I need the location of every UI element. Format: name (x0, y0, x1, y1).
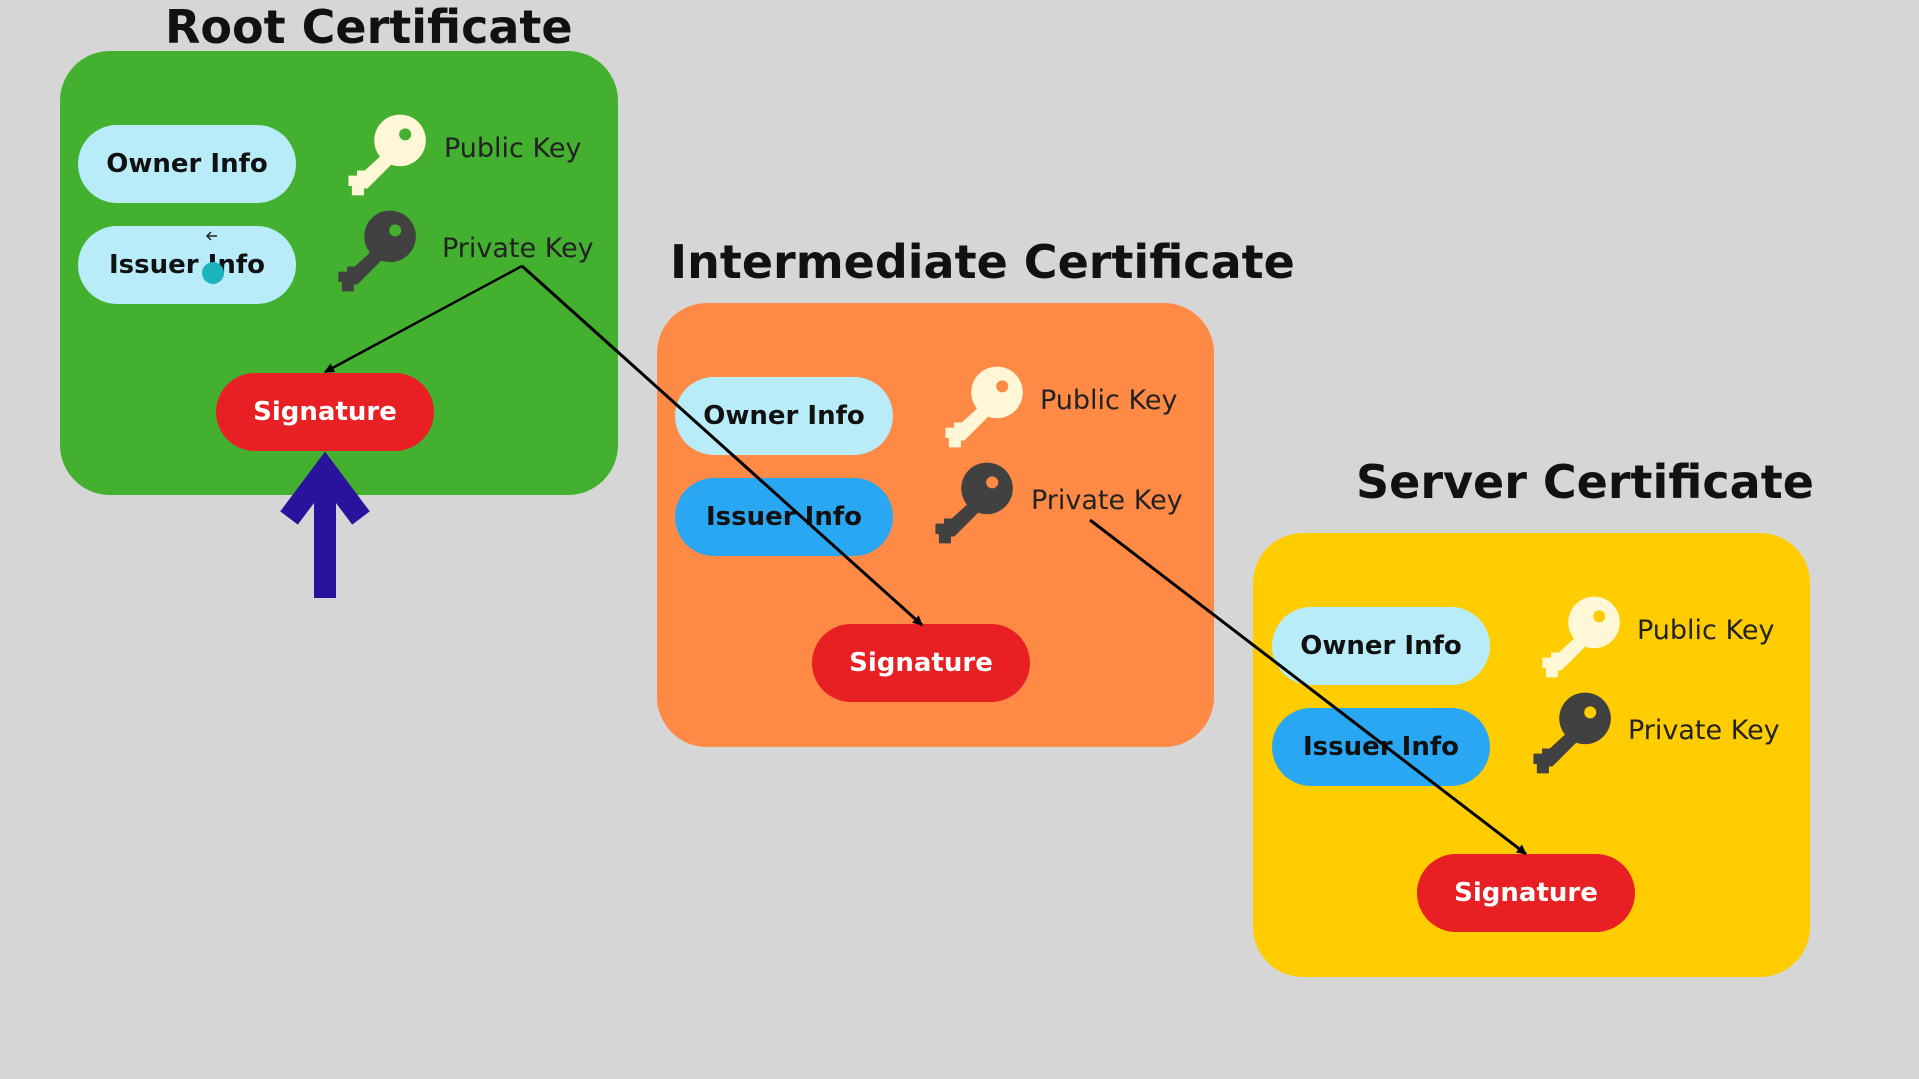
root-private-key-to-intermediate-signature-arrow (520, 264, 924, 627)
root-signature[interactable]: Signature (216, 373, 434, 451)
arrow-up-icon (280, 451, 370, 598)
intermediate-private-key-to-server-signature-arrow (1089, 518, 1527, 856)
root-certificate-title: Root Certificate (165, 0, 573, 54)
root-public-key-label: Public Key (444, 133, 582, 164)
server-signature[interactable]: Signature (1417, 854, 1635, 932)
intermediate-certificate-title: Intermediate Certificate (670, 235, 1295, 289)
intermediate-public-key-label: Public Key (1040, 385, 1178, 416)
server-issuer-info[interactable]: Issuer Info (1272, 708, 1490, 786)
key-icon (942, 364, 1028, 450)
key-icon (932, 460, 1018, 546)
server-private-key-label: Private Key (1628, 715, 1780, 746)
server-certificate-title: Server Certificate (1356, 455, 1814, 509)
intermediate-issuer-info[interactable]: Issuer Info (675, 478, 893, 556)
root-private-key-to-root-signature-arrow (324, 264, 523, 374)
cursor-icon (202, 231, 224, 284)
key-icon (345, 112, 431, 198)
root-issuer-info[interactable]: Issuer Info (78, 226, 296, 304)
server-public-key-label: Public Key (1637, 615, 1775, 646)
key-icon (1539, 594, 1625, 680)
intermediate-signature[interactable]: Signature (812, 624, 1030, 702)
root-owner-info[interactable]: Owner Info (78, 125, 296, 203)
key-icon (1530, 690, 1616, 776)
root-private-key-label: Private Key (442, 233, 594, 264)
server-owner-info[interactable]: Owner Info (1272, 607, 1490, 685)
key-icon (335, 208, 421, 294)
intermediate-owner-info[interactable]: Owner Info (675, 377, 893, 455)
intermediate-private-key-label: Private Key (1031, 485, 1183, 516)
